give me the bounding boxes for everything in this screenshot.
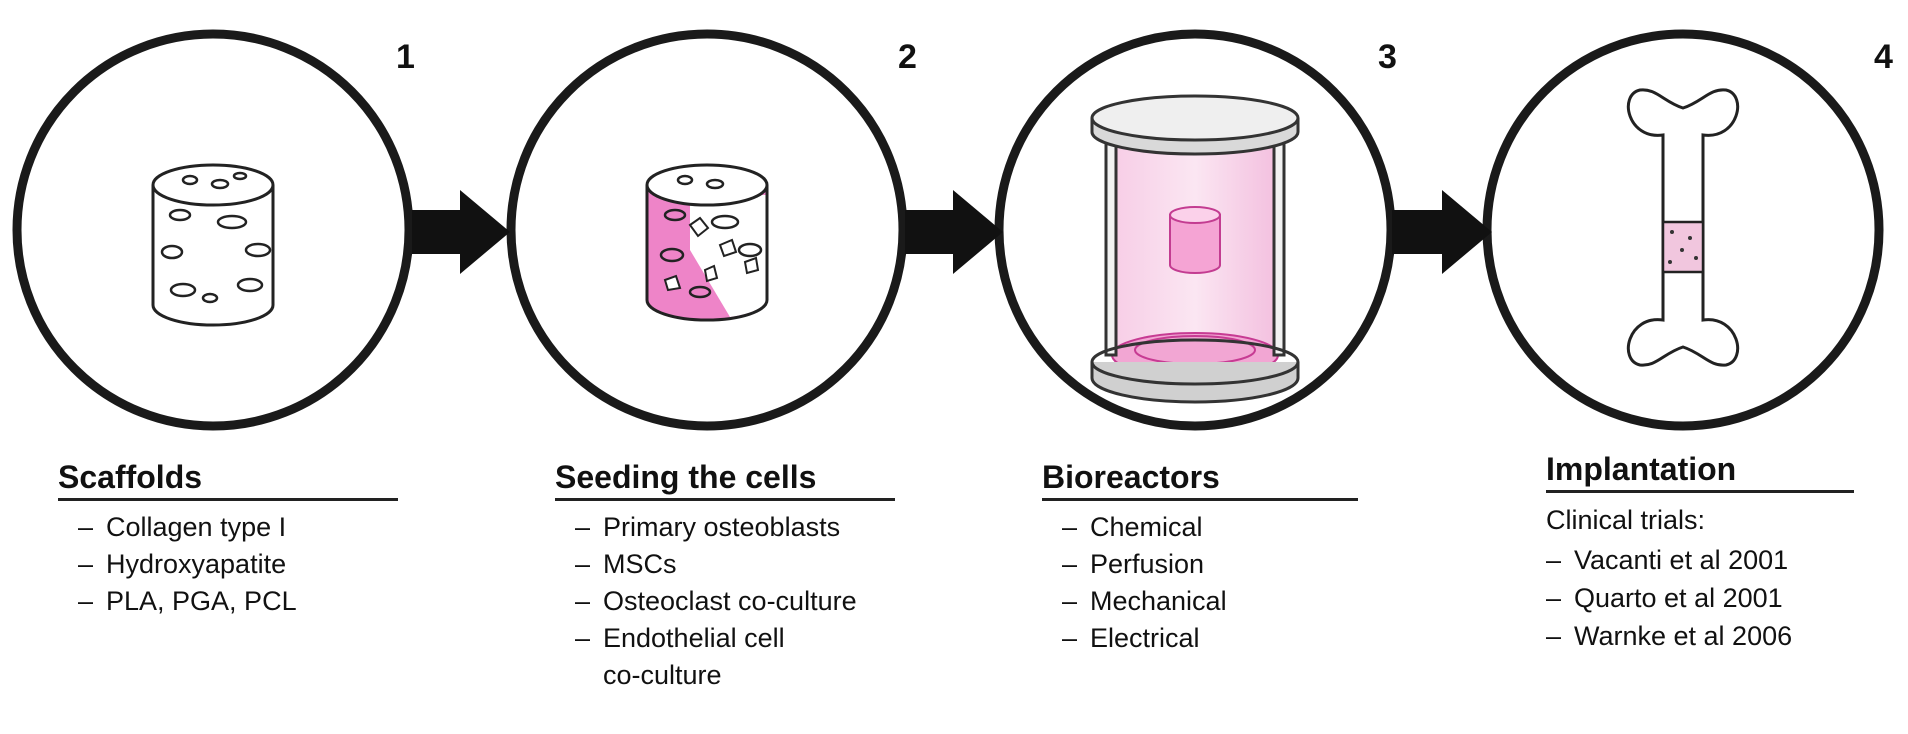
step-1-list: –Collagen type I –Hydroxyapatite –PLA, P… — [58, 509, 398, 620]
seeded-scaffold-icon — [645, 163, 769, 322]
step-3-title: Bioreactors — [1042, 458, 1358, 501]
list-item: co-culture — [603, 660, 722, 690]
list-item: –Warnke et al 2006 — [1546, 621, 1793, 651]
list-item: –Collagen type I — [78, 512, 287, 542]
step-2-list: –Primary osteoblasts –MSCs –Osteoclast c… — [555, 509, 895, 694]
list-item: –Endothelial cell — [575, 623, 785, 653]
arrow-2-to-3 — [905, 190, 1003, 274]
step-1-number: 1 — [396, 38, 415, 76]
list-item: –Chemical — [1062, 512, 1203, 542]
bone-implant-icon — [1626, 88, 1740, 367]
list-item: –Perfusion — [1062, 549, 1205, 579]
step-3-number: 3 — [1378, 38, 1397, 76]
step-4-title: Implantation — [1546, 450, 1854, 493]
step-4-subtitle: Clinical trials: — [1546, 505, 1706, 535]
step-3-list: –Chemical –Perfusion –Mechanical –Electr… — [1042, 509, 1358, 657]
step-1-block: Scaffolds –Collagen type I –Hydroxyapati… — [58, 458, 398, 620]
arrow-3-to-4 — [1392, 190, 1492, 274]
list-item: –Vacanti et al 2001 — [1546, 545, 1789, 575]
step-2-title: Seeding the cells — [555, 458, 895, 501]
step-4-block: Implantation Clinical trials: –Vacanti e… — [1546, 450, 1854, 655]
step-1-title: Scaffolds — [58, 458, 398, 501]
step-4-list: –Vacanti et al 2001 –Quarto et al 2001 –… — [1546, 541, 1854, 655]
bioreactor-icon — [1090, 94, 1300, 404]
step-3-block: Bioreactors –Chemical –Perfusion –Mechan… — [1042, 458, 1358, 657]
step-2-number: 2 — [898, 38, 917, 76]
list-item: –Osteoclast co-culture — [575, 586, 857, 616]
list-item: –PLA, PGA, PCL — [78, 586, 297, 616]
step-2-block: Seeding the cells –Primary osteoblasts –… — [555, 458, 895, 694]
step-4-number: 4 — [1874, 38, 1893, 76]
list-item: –Quarto et al 2001 — [1546, 583, 1783, 613]
list-item: –MSCs — [575, 549, 677, 579]
list-item: –Mechanical — [1062, 586, 1227, 616]
list-item: –Hydroxyapatite — [78, 549, 287, 579]
list-item: –Electrical — [1062, 623, 1200, 653]
arrow-1-to-2 — [412, 190, 510, 274]
list-item: –Primary osteoblasts — [575, 512, 841, 542]
scaffold-icon — [151, 163, 275, 327]
